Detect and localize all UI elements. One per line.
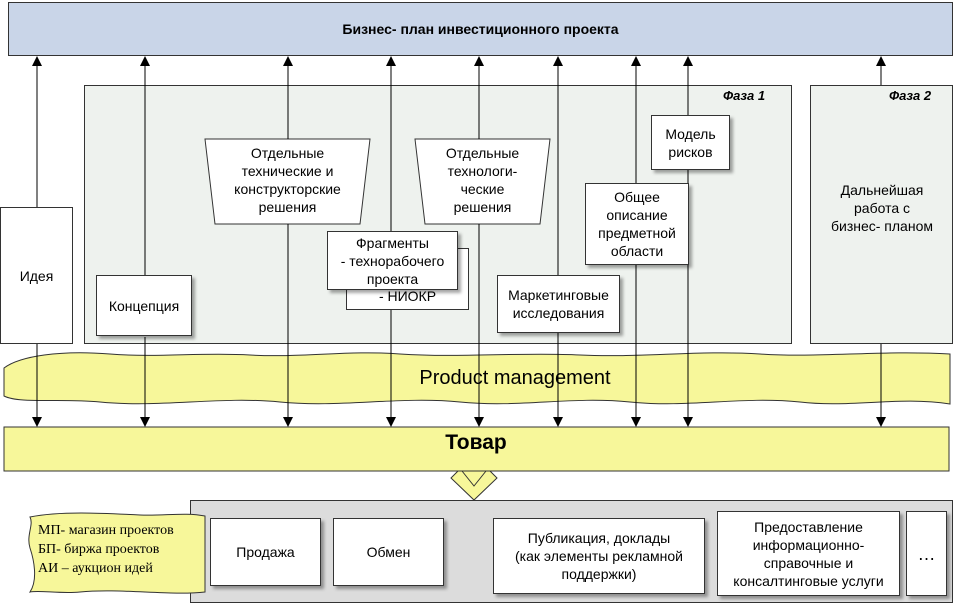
risk-model-label: Модель рисков — [665, 125, 716, 160]
concept-label: Концепция — [108, 297, 180, 314]
idea-label: Идея — [19, 267, 54, 284]
marketing-block: Маркетинговые исследования — [497, 275, 620, 333]
services-label: Предоставление информационно- справочные… — [733, 518, 884, 589]
services-block: Предоставление информационно- справочные… — [717, 511, 900, 596]
techno-solutions-text: Отдельные технологи- ческие решения — [445, 145, 520, 215]
legend-line-2: БП- биржа проектов — [38, 542, 160, 557]
further-work-text: Дальнейшая работа с бизнес- планом — [830, 182, 933, 234]
tech-solutions-trapezoid — [204, 138, 371, 225]
tech-solutions-text: Отдельные технические и конструкторские … — [234, 145, 341, 215]
header-title: Бизнес- план инвестиционного проекта — [342, 21, 619, 37]
phase-2-panel — [810, 85, 953, 344]
sale-label: Продажа — [236, 544, 295, 560]
techno-solutions-trapezoid — [414, 138, 551, 225]
niokr-label: - НИОКР — [378, 288, 437, 304]
header-bar: Бизнес- план инвестиционного проекта — [8, 2, 953, 56]
general-description-block: Общее описание предметной области — [585, 183, 689, 265]
fragments-block: Фрагменты - технорабочего проекта — [327, 231, 458, 290]
exchange-label: Обмен — [366, 544, 411, 560]
sale-block: Продажа — [210, 518, 321, 586]
publication-label: Публикация, доклады (как элементы реклам… — [515, 530, 683, 582]
product-management-label: Product management — [419, 367, 611, 389]
fragments-label: Фрагменты - технорабочего проекта — [340, 234, 445, 287]
idea-block: Идея — [0, 207, 73, 344]
product-bar — [3, 426, 950, 472]
legend-text: МП- магазин проектов БП- биржа проектов … — [38, 521, 208, 578]
phase-1-label: Фаза 1 — [723, 88, 766, 103]
legend-line-1: МП- магазин проектов — [38, 523, 174, 538]
product-label: Товар — [445, 431, 507, 454]
publication-block: Публикация, доклады (как элементы реклам… — [493, 518, 705, 594]
risk-model-block: Модель рисков — [651, 115, 730, 170]
concept-block: Концепция — [96, 275, 192, 336]
exchange-block: Обмен — [333, 518, 444, 586]
more-block: … — [906, 511, 947, 596]
general-description-label: Общее описание предметной области — [598, 189, 676, 259]
legend-banner — [28, 512, 206, 594]
more-label: … — [917, 543, 936, 564]
product-management-banner — [3, 352, 951, 405]
legend-line-3: АИ – аукцион идей — [38, 561, 153, 576]
phase-2-label: Фаза 2 — [889, 88, 932, 103]
marketing-label: Маркетинговые исследования — [508, 287, 609, 321]
